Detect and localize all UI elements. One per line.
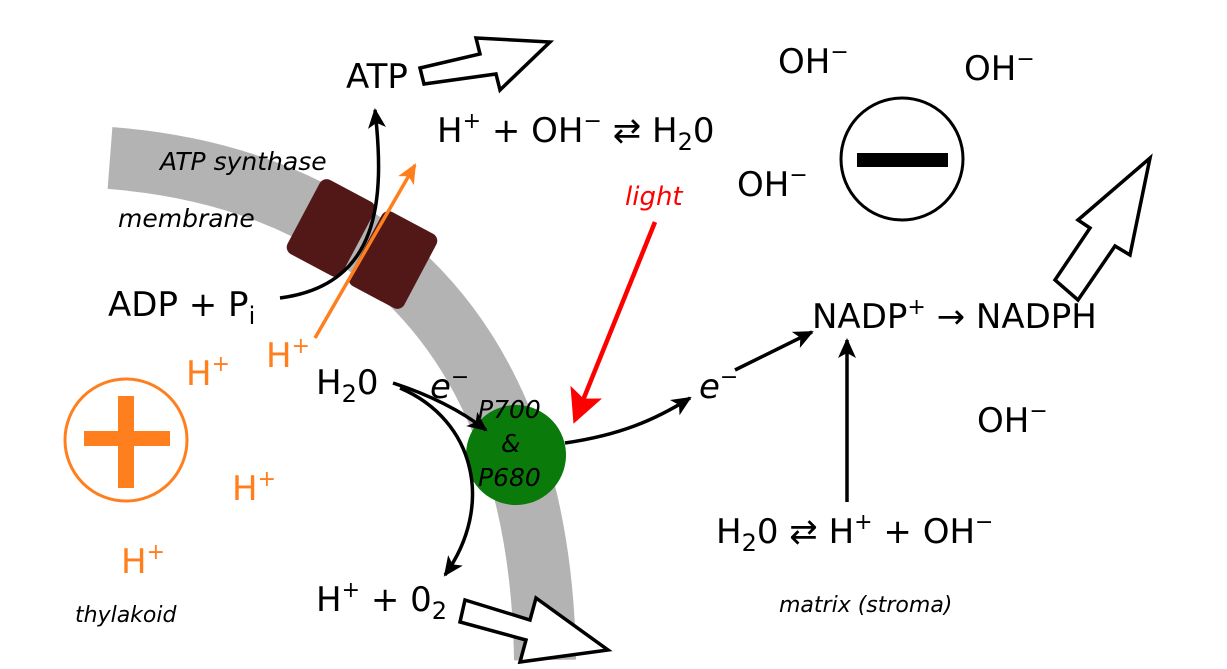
light-arrow	[570, 221, 658, 424]
atp-synthase-right	[348, 211, 438, 309]
electron-to-nadp-arrow	[734, 330, 814, 372]
oh-label-1: OH−	[778, 40, 849, 82]
products-label: H+ + 02	[316, 578, 447, 625]
products-out-hollow-arrow	[457, 595, 613, 665]
atp-label: ATP	[346, 57, 408, 97]
atp-out-hollow-arrow	[417, 36, 555, 94]
adp-to-atp-arrow	[279, 108, 386, 300]
minus-bar	[857, 153, 948, 167]
water-split-reaction: H20 ⇄ H+ + OH−	[716, 510, 993, 557]
matrix-label: matrix (stroma)	[779, 593, 952, 618]
oh-label-4: OH−	[977, 399, 1048, 441]
p680-label: P680	[478, 463, 541, 492]
water-electron-arrow	[392, 381, 488, 432]
atp-synthase-label: ATP synthase	[158, 147, 327, 176]
oh-label-2: OH−	[964, 47, 1035, 89]
atp-synthase-left	[286, 179, 376, 277]
thylakoid-label: thylakoid	[75, 603, 177, 628]
ampersand-label: &	[501, 429, 521, 458]
nadp-reaction: NADP+ → NADPH	[812, 295, 1097, 337]
water-products-arrow	[399, 386, 475, 577]
adp-pi-label: ADP + Pi	[108, 285, 255, 330]
h-plus-lumen-1: H+	[186, 352, 230, 394]
light-label: light	[625, 182, 683, 212]
p700-label: P700	[478, 395, 541, 424]
nadph-out-hollow-arrow	[1052, 153, 1153, 303]
proton-flow-arrow	[313, 163, 417, 339]
water-reaction-top: H+ + OH− ⇄ H20	[437, 109, 714, 156]
electron-label-left: e−	[430, 365, 469, 407]
photosystem-blob	[466, 405, 566, 505]
h-plus-lumen-3: H+	[121, 540, 165, 582]
water-label: H20	[316, 363, 379, 408]
plus-vertical-bar	[118, 396, 134, 488]
h-plus-membrane: H+	[266, 334, 310, 376]
electron-label-right: e−	[699, 365, 738, 407]
oh-label-3: OH−	[737, 163, 808, 205]
membrane-label: membrane	[118, 204, 255, 233]
h-plus-lumen-2: H+	[232, 467, 276, 509]
photosystem-electron-arrow	[564, 396, 692, 445]
